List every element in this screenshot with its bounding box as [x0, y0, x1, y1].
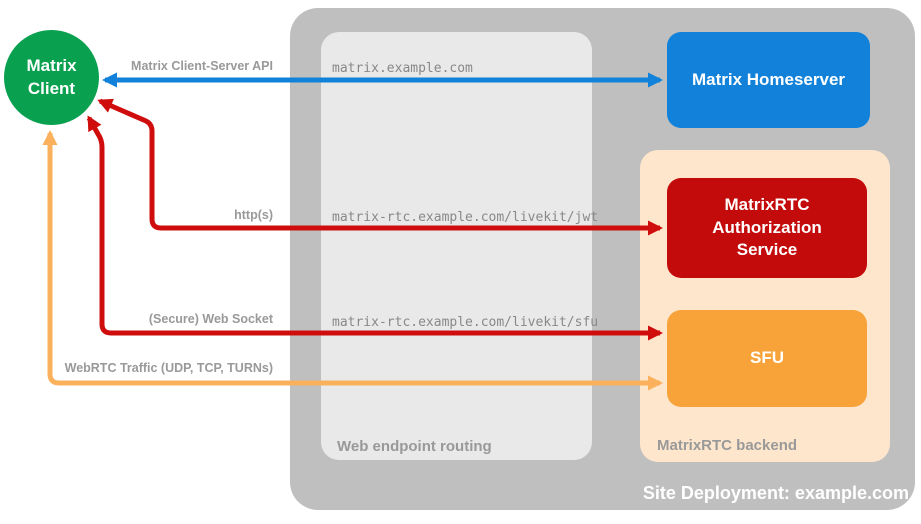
auth-service-node-label: MatrixRTC Authorization Service — [712, 195, 822, 260]
sfu-node: SFU — [667, 310, 867, 407]
web-socket-arrow-label: (Secure) Web Socket — [148, 312, 273, 326]
matrix-client-node-label: Matrix Client — [26, 56, 77, 98]
endpoint-livekit-jwt: matrix-rtc.example.com/livekit/jwt — [332, 210, 599, 225]
sfu-node-label: SFU — [750, 348, 784, 368]
matrix-client-node: Matrix Client — [4, 30, 99, 125]
client-server-api-arrow-label: Matrix Client-Server API — [131, 59, 273, 73]
endpoint-livekit-sfu: matrix-rtc.example.com/livekit/sfu — [332, 315, 599, 330]
matrix-homeserver-node: Matrix Homeserver — [667, 32, 870, 128]
matrixrtc-authorization-service-node: MatrixRTC Authorization Service — [667, 178, 867, 278]
matrixrtc-backend-label: MatrixRTC backend — [657, 437, 798, 454]
webrtc-traffic-arrow-label: WebRTC Traffic (UDP, TCP, TURNs) — [64, 361, 273, 375]
site-deployment-label: Site Deployment: example.com — [642, 483, 909, 503]
https-arrow-label: http(s) — [234, 208, 273, 222]
web-endpoint-routing-label: Web endpoint routing — [337, 438, 492, 455]
matrix-homeserver-node-label: Matrix Homeserver — [691, 69, 846, 89]
web-endpoint-routing-zone — [321, 32, 592, 460]
endpoint-matrix-example: matrix.example.com — [332, 61, 473, 76]
